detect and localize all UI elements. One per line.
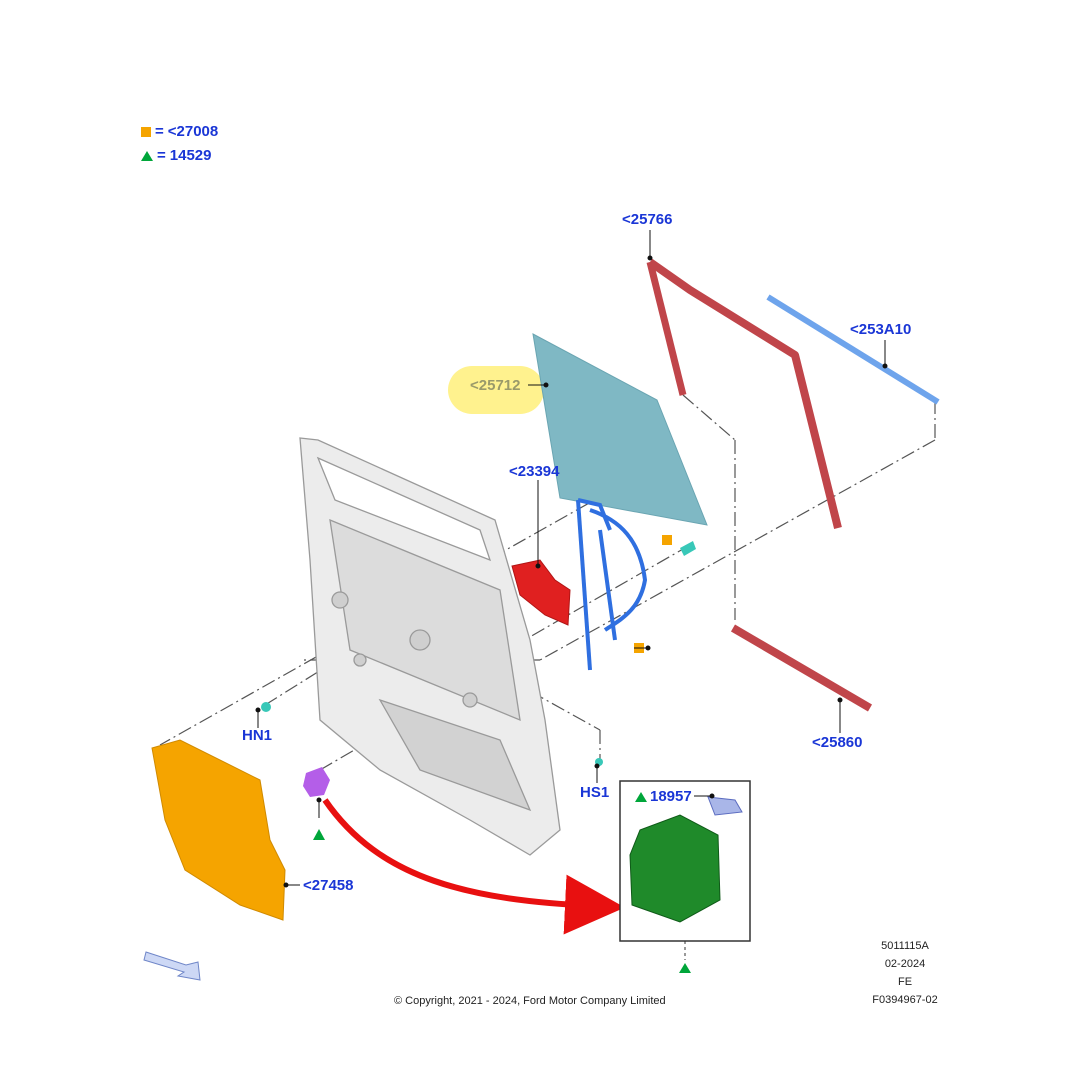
door-shell [299,437,561,856]
callout-25766[interactable]: <25766 [622,211,673,228]
window-regulator [576,498,648,671]
green-triangle-icon [313,829,325,840]
legend-label: <27008 [167,123,219,140]
door-glass [532,333,708,526]
switch-connector [303,767,330,797]
belt-molding [766,294,940,405]
callout-hn1[interactable]: HN1 [242,727,273,744]
figure-region: FE [897,976,913,988]
callout-253A10[interactable]: <253A10 [850,321,912,338]
callout-25712[interactable]: <25712 [470,377,521,394]
green-triangle-icon [679,963,691,973]
nut-hn1 [261,702,271,712]
figure-date: 02-2024 [884,958,926,970]
callout-highlight [448,366,544,414]
bolt-part [680,541,696,556]
door-frame-weatherstrip-front [646,261,687,396]
figure-code: 5011115A [881,940,929,952]
leader-lines [255,230,888,888]
green-triangle-icon [141,150,153,161]
orange-square-icon [141,126,151,137]
legend-row-square: = <27008 [141,123,218,140]
callout-18957-label: 18957 [650,788,692,805]
window-motor [511,559,571,626]
callout-27458[interactable]: <27458 [303,877,354,894]
switch-bezel [707,796,743,816]
callout-23394[interactable]: <23394 [509,463,560,480]
orientation-arrow-icon [143,951,201,981]
belt-weatherstrip [730,624,873,712]
legend-equals: = [157,147,166,164]
detail-arrow [322,798,625,935]
callout-18957[interactable]: 18957 [635,788,692,805]
callout-hs1[interactable]: HS1 [580,784,610,801]
legend-equals: = [155,123,164,140]
legend-row-triangle: = 14529 [141,147,211,164]
fastener-square-marker [662,535,672,545]
legend-label: 14529 [169,147,212,164]
green-triangle-icon [635,791,647,802]
copyright-text: © Copyright, 2021 - 2024, Ford Motor Com… [394,995,666,1007]
water-shield [151,739,286,921]
callout-25860[interactable]: <25860 [812,734,863,751]
figure-id: F0394967-02 [872,994,938,1006]
window-switch [629,814,721,923]
door-frame-weatherstrip [647,258,842,529]
